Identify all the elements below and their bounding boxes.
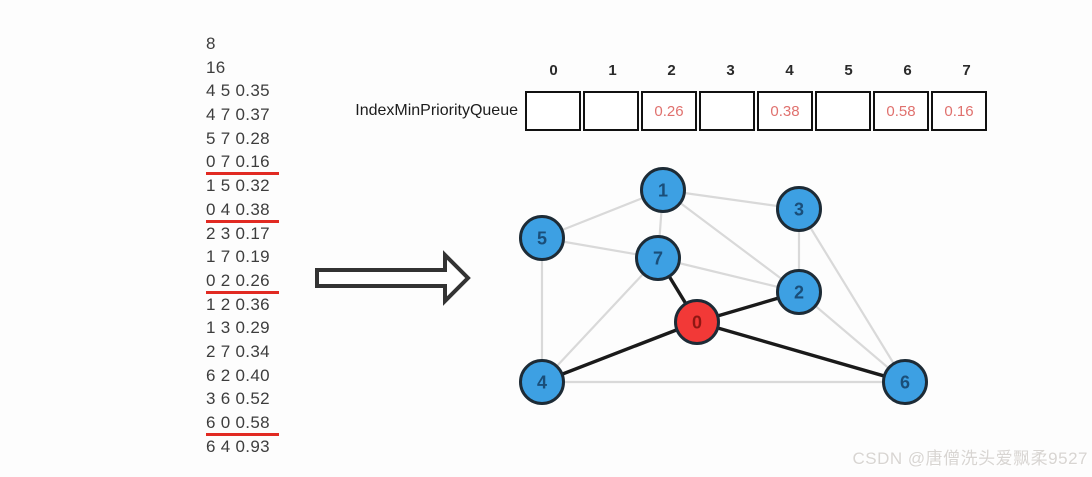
edge-list-row: 1 2 0.36 — [206, 294, 270, 314]
queue-index: 3 — [726, 62, 735, 79]
queue-index: 1 — [608, 62, 617, 79]
edge-list-row: 0 2 0.26 — [206, 270, 279, 294]
graph-node-3 — [776, 186, 822, 232]
graph-edge-1-7 — [656, 189, 665, 259]
graph-edge-7-4 — [541, 257, 659, 383]
edge-list-row: 4 7 0.37 — [206, 105, 270, 125]
queue-cell: 0.16 — [931, 91, 987, 131]
graph-node-label-0: 0 — [692, 313, 702, 333]
edge-list-row: 1 5 0.32 — [206, 176, 270, 196]
edge-list-row: 2 3 0.17 — [206, 223, 270, 243]
graph-node-label-7: 7 — [653, 249, 663, 269]
queue-index: 0 — [549, 62, 558, 79]
edge-list-row: 8 — [206, 34, 216, 53]
queue-index-row: 0 1 2 3 4 5 6 7 — [525, 62, 995, 79]
edge-list-row: 1 3 0.29 — [206, 318, 270, 338]
edge-list-row: 0 4 0.38 — [206, 199, 279, 223]
graph-node-5 — [519, 215, 565, 261]
edge-list-row: 6 0 0.58 — [206, 412, 279, 436]
arrow-right-icon — [315, 250, 471, 306]
edge-list-row: 5 7 0.28 — [206, 128, 270, 148]
queue-index: 6 — [903, 62, 912, 79]
graph-edge-0-6 — [696, 320, 906, 384]
graph-node-6 — [882, 359, 928, 405]
edge-list-row: 3 6 0.52 — [206, 389, 270, 409]
graph-node-1 — [640, 167, 686, 213]
queue-index: 4 — [785, 62, 794, 79]
graph-edge-1-5 — [541, 188, 664, 240]
graph-node-2 — [776, 269, 822, 315]
graph-edge-3-6 — [798, 208, 906, 383]
graph-node-label-6: 6 — [900, 373, 910, 393]
graph-node-label-5: 5 — [537, 229, 547, 249]
graph-edge-1-3 — [662, 188, 800, 211]
edge-list-row: 0 7 0.16 — [206, 151, 279, 176]
graph-edge-5-7 — [541, 236, 659, 260]
graph-node-0 — [674, 299, 720, 345]
graph-edge-7-2 — [657, 256, 800, 294]
graph-node-label-3: 3 — [794, 200, 804, 220]
edge-list-row: 6 2 0.40 — [206, 365, 270, 385]
queue-cell — [583, 91, 639, 131]
queue-cell: 0.38 — [757, 91, 813, 131]
queue-cell: 0.26 — [641, 91, 697, 131]
graph-node-4 — [519, 359, 565, 405]
queue-index: 5 — [844, 62, 853, 79]
graph-edge-0-2 — [696, 290, 800, 324]
queue-cell — [815, 91, 871, 131]
graph-node-7 — [635, 235, 681, 281]
graph-edge-2-6 — [798, 291, 906, 383]
queue-index: 2 — [667, 62, 676, 79]
graph-node-label-1: 1 — [658, 181, 668, 201]
queue-index: 7 — [962, 62, 971, 79]
graph-node-label-2: 2 — [794, 283, 804, 303]
graph-edge-1-2 — [662, 189, 800, 293]
graph-edge-0-4 — [541, 320, 698, 384]
edge-list-row: 6 4 0.93 — [206, 436, 270, 456]
queue-cell: 0.58 — [873, 91, 929, 131]
edge-list-row: 2 7 0.34 — [206, 341, 270, 361]
edge-list-row: 1 7 0.19 — [206, 247, 270, 267]
watermark: CSDN @唐僧洗头爱飘柔9527 — [852, 449, 1088, 468]
graph-edge-0-7 — [656, 257, 699, 323]
edge-list-row: 16 — [206, 57, 226, 77]
graph-node-label-4: 4 — [537, 373, 547, 393]
queue-cell — [525, 91, 581, 131]
queue-label: IndexMinPriorityQueue — [355, 102, 518, 119]
edge-list-row: 4 5 0.35 — [206, 81, 270, 101]
queue-cell — [699, 91, 755, 131]
